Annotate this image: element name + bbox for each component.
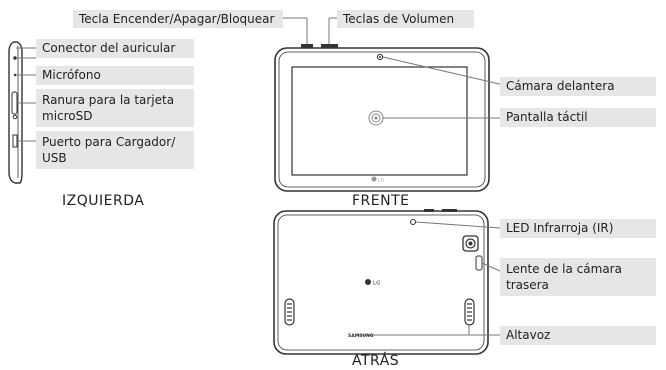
back-view-heading: ATRÁS [352,353,400,369]
microphone-hole [13,73,17,77]
charger-port-label: Puerto para Cargador/ USB [36,131,194,169]
svg-text:LG: LG [373,281,380,287]
microphone-label: Micrófono [36,66,194,85]
headset-jack-hole [13,56,17,60]
microsd-slot-label: Ranura para la tarjeta microSD [36,89,194,127]
ir-led-label: LED Infrarroja (IR) [500,219,656,238]
rear-camera-lens-label: Lente de la cámara trasera [500,258,656,296]
svg-text:SAMSUNG: SAMSUNG [348,333,374,339]
volume-keys-label: Teclas de Volumen [337,10,474,28]
front-lg-logo: LG [371,176,385,184]
front-view-heading: FRENTE [352,193,410,209]
headset-jack-label: Conector del auricular [36,39,194,58]
speaker-label: Altavoz [500,326,656,345]
ir-led-shape [410,219,416,225]
front-camera-label: Cámara delantera [500,77,656,96]
volume-keys-shape [321,44,338,48]
back-lg-logo: LG [365,279,380,287]
leader-lines [16,17,509,336]
back-brand-mark: SAMSUNG [348,333,374,339]
front-camera-lens [376,53,384,61]
left-side-view [8,41,23,184]
charger-port-shape [12,134,18,148]
front-view [274,44,490,192]
power-key-shape [301,44,313,48]
svg-text:LG: LG [378,178,385,184]
left-view-heading: IZQUIERDA [62,193,145,209]
power-key-label: Tecla Encender/Apagar/Bloquear [73,10,283,28]
back-view [273,209,489,355]
microsd-slot-shape [11,91,18,115]
touch-screen-label: Pantalla táctil [500,108,656,127]
front-screen [291,66,468,176]
